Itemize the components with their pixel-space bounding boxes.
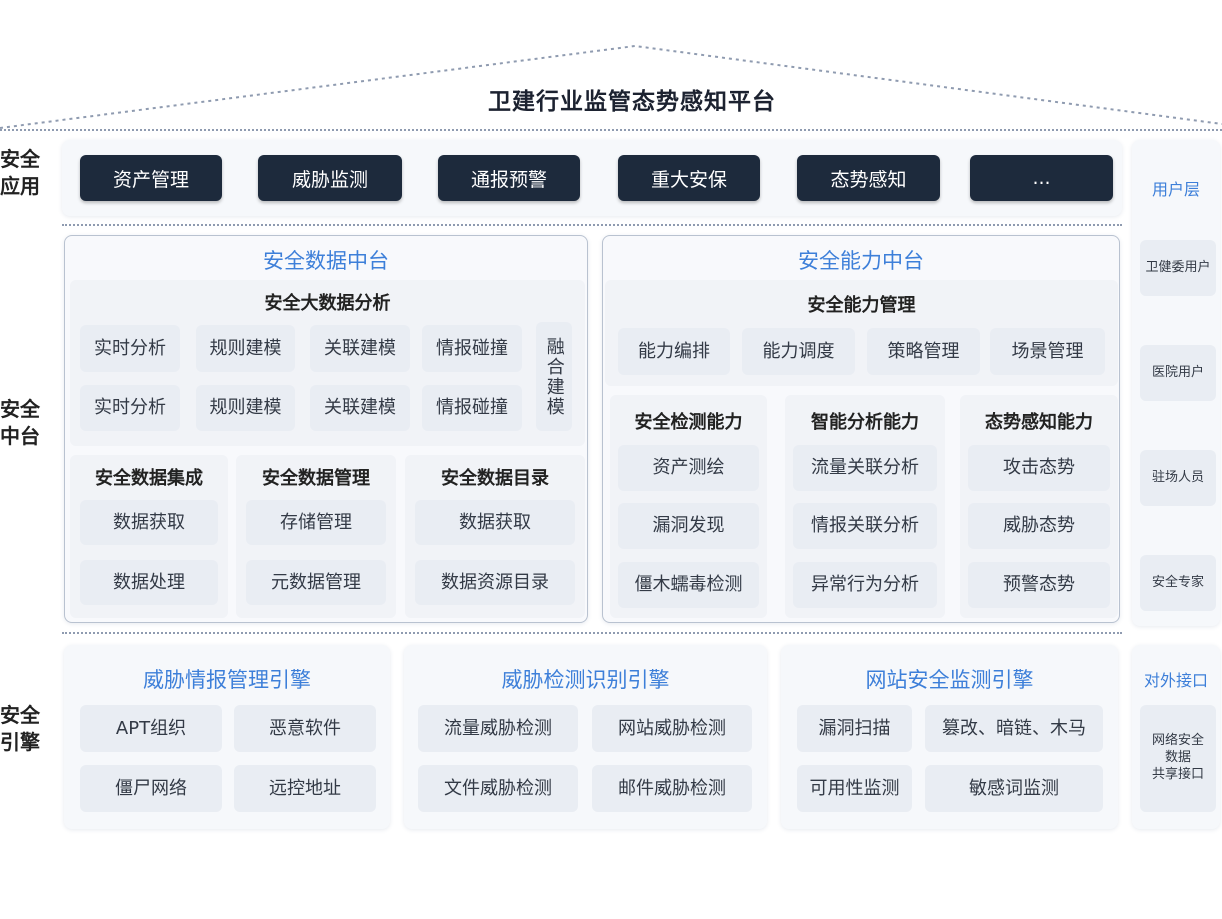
ability-management-title: 安全能力管理: [807, 295, 916, 316]
engine-chip[interactable]: 可用性监测: [797, 765, 912, 812]
engine-title: 威胁情报管理引擎: [143, 668, 311, 692]
side-label-engine: 安全 引擎: [0, 703, 40, 754]
ability-column-chip[interactable]: 情报关联分析: [793, 503, 937, 549]
engine-chip[interactable]: 僵尸网络: [80, 765, 222, 812]
ability-management-chip[interactable]: 能力调度: [742, 328, 855, 375]
ability-management-chip[interactable]: 策略管理: [867, 328, 980, 375]
analysis-chip[interactable]: 情报碰撞: [422, 385, 522, 431]
side-label-middle: 安全 中台: [0, 397, 40, 448]
data-platform-title: 安全数据中台: [263, 249, 389, 273]
fusion-modeling-chip[interactable]: 融合建模: [536, 322, 572, 431]
user-chip[interactable]: 医院用户: [1140, 345, 1216, 401]
data-column-chip[interactable]: 元数据管理: [246, 560, 386, 605]
engine-title: 威胁检测识别引擎: [501, 668, 670, 692]
engine-chip[interactable]: 邮件威胁检测: [592, 765, 752, 812]
app-button-0[interactable]: 资产管理: [80, 155, 222, 201]
divider: [62, 632, 1122, 634]
analysis-chip[interactable]: 关联建模: [310, 325, 410, 372]
page-title: 卫建行业监管态势感知平台: [488, 89, 776, 115]
engine-chip[interactable]: 文件威胁检测: [418, 765, 578, 812]
roof-outline: [0, 44, 1222, 129]
engine-chip[interactable]: 篡改、暗链、木马: [925, 705, 1103, 752]
user-layer-title: 用户层: [1151, 180, 1200, 199]
ability-management-chip[interactable]: 场景管理: [990, 328, 1105, 375]
ability-platform-title: 安全能力中台: [798, 249, 924, 273]
engine-chip[interactable]: 远控地址: [234, 765, 376, 812]
roof-divider: [0, 129, 1222, 131]
analysis-chip[interactable]: 关联建模: [310, 385, 410, 431]
app-button-4[interactable]: 态势感知: [797, 155, 940, 201]
security-app-panel: [62, 140, 1122, 216]
ability-column-title: 态势感知能力: [985, 412, 1093, 433]
user-chip[interactable]: 安全专家: [1140, 555, 1216, 611]
ability-column-title: 安全检测能力: [634, 412, 743, 433]
analysis-chip[interactable]: 情报碰撞: [422, 325, 522, 372]
app-button-1[interactable]: 威胁监测: [258, 155, 402, 201]
ability-management-chip[interactable]: 能力编排: [618, 328, 730, 375]
data-column-title: 安全数据管理: [262, 468, 370, 489]
user-chip[interactable]: 卫健委用户: [1140, 240, 1216, 296]
data-column-chip[interactable]: 数据获取: [80, 500, 218, 545]
ability-column-chip[interactable]: 资产测绘: [618, 445, 759, 491]
app-button-2[interactable]: 通报预警: [438, 155, 580, 201]
ability-column-chip[interactable]: 流量关联分析: [793, 445, 937, 491]
divider: [62, 224, 1122, 226]
ability-column-title: 智能分析能力: [811, 412, 919, 433]
engine-chip[interactable]: 恶意软件: [234, 705, 376, 752]
external-interface-chip[interactable]: 网络安全 数据 共享接口: [1140, 705, 1216, 812]
engine-chip[interactable]: 流量威胁检测: [418, 705, 578, 752]
app-button-5[interactable]: ...: [970, 155, 1113, 201]
side-label-app: 安全 应用: [0, 147, 40, 198]
engine-title: 网站安全监测引擎: [865, 668, 1034, 692]
data-column-chip[interactable]: 数据处理: [80, 560, 218, 605]
engine-chip[interactable]: 网站威胁检测: [592, 705, 752, 752]
analysis-chip[interactable]: 实时分析: [80, 325, 180, 372]
data-column-chip[interactable]: 数据资源目录: [415, 560, 575, 605]
data-column-chip[interactable]: 数据获取: [415, 500, 575, 545]
app-button-3[interactable]: 重大安保: [618, 155, 760, 201]
big-data-analysis-title: 安全大数据分析: [264, 293, 391, 314]
analysis-chip[interactable]: 规则建模: [196, 325, 295, 372]
data-column-title: 安全数据集成: [95, 468, 203, 489]
engine-chip[interactable]: APT组织: [80, 705, 222, 752]
engine-chip[interactable]: 漏洞扫描: [797, 705, 912, 752]
data-column-title: 安全数据目录: [441, 468, 549, 489]
ability-column-chip[interactable]: 攻击态势: [968, 445, 1110, 491]
data-column-chip[interactable]: 存储管理: [246, 500, 386, 545]
ability-column-chip[interactable]: 僵木蠕毒检测: [618, 562, 759, 608]
analysis-chip[interactable]: 规则建模: [196, 385, 295, 431]
user-chip[interactable]: 驻场人员: [1140, 450, 1216, 506]
analysis-chip[interactable]: 实时分析: [80, 385, 180, 431]
ability-column-chip[interactable]: 漏洞发现: [618, 503, 759, 549]
ability-column-chip[interactable]: 威胁态势: [968, 503, 1110, 549]
ability-column-chip[interactable]: 异常行为分析: [793, 562, 937, 608]
engine-chip[interactable]: 敏感词监测: [925, 765, 1103, 812]
external-interface-title: 对外接口: [1143, 671, 1208, 690]
ability-column-chip[interactable]: 预警态势: [968, 562, 1110, 608]
